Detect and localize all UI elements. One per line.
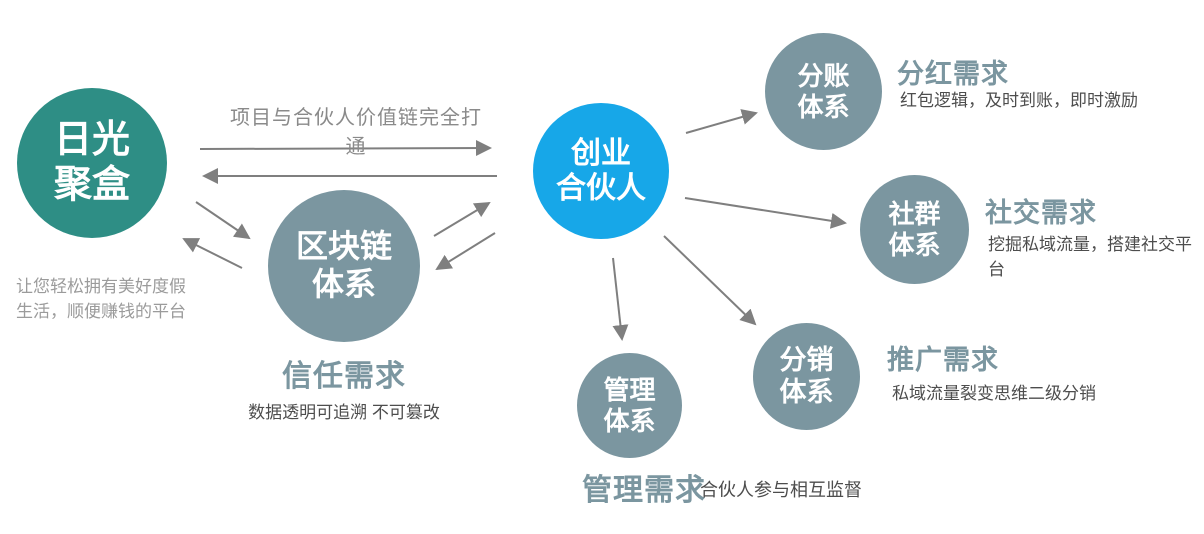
trust-need-heading: 信任需求 [282, 360, 406, 393]
node-management-system: 管理 体系 [577, 353, 682, 458]
node-distribution-system-label: 分销 体系 [779, 344, 834, 407]
node-blockchain-system: 区块链 体系 [268, 190, 420, 342]
arrow-partner-to-ledger [685, 109, 758, 134]
node-startup-partner-label: 创业 合伙人 [556, 136, 646, 205]
dividend-need-heading: 分红需求 [897, 59, 1009, 89]
node-sunbox-platform: 日光 聚盒 [17, 88, 167, 238]
node-startup-partner: 创业 合伙人 [533, 103, 669, 239]
promotion-need-desc: 私域流量裂变思维二级分销 [892, 384, 1096, 403]
node-sunbox-platform-label: 日光 聚盒 [53, 119, 130, 206]
arrow-partner-to-distribution [663, 235, 757, 326]
node-community-system-label: 社群 体系 [888, 198, 941, 260]
trust-need-desc: 数据透明可追溯 不可篡改 [248, 403, 440, 422]
social-need-desc: 挖掘私域流量，搭建社交平台 [988, 235, 1192, 279]
value-chain-label: 项目与合伙人价值链完全打通 [230, 107, 482, 158]
arrow-partner-to-community [684, 197, 847, 229]
node-blockchain-system-label: 区块链 体系 [295, 228, 392, 302]
arrow-partner-to-blockchain [435, 232, 496, 271]
node-distribution-system: 分销 体系 [753, 323, 860, 430]
promotion-need-heading: 推广需求 [887, 345, 999, 375]
arrow-platform-to-blockchain [195, 201, 251, 240]
node-ledger-system: 分账 体系 [765, 33, 882, 150]
management-need-heading: 管理需求 [582, 474, 706, 507]
dividend-need-desc: 红包逻辑，及时到账，即时激励 [900, 91, 1138, 110]
node-management-system-label: 管理 体系 [603, 374, 656, 436]
social-need-heading: 社交需求 [985, 198, 1097, 228]
node-community-system: 社群 体系 [860, 175, 969, 284]
node-ledger-system-label: 分账 体系 [797, 60, 850, 122]
arrow-blockchain-to-platform [182, 238, 243, 269]
arrow-platform-to-partner [199, 140, 492, 157]
arrow-blockchain-to-partner [433, 201, 491, 237]
arrow-partner-to-management [612, 257, 629, 341]
platform-caption: 让您轻松拥有美好度假 生活，顺便赚钱的平台 [16, 277, 186, 321]
management-need-desc: 合伙人参与相互监督 [700, 480, 862, 500]
